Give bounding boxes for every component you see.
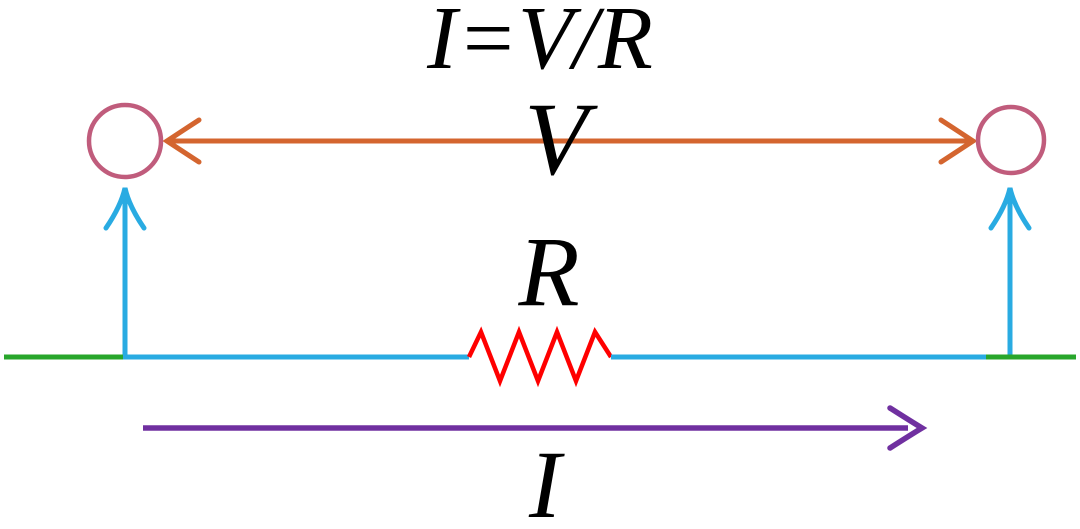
right-terminal-circle — [975, 104, 1047, 176]
voltage-arrowhead-left-icon — [162, 117, 202, 165]
formula-title: I=V/R — [426, 0, 653, 88]
voltage-label: V — [524, 82, 598, 197]
left-probe-arrowhead-icon — [103, 187, 147, 231]
resistance-label: R — [517, 216, 579, 327]
right-probe-arrowhead-icon — [988, 187, 1032, 231]
voltage-arrowhead-right-icon — [938, 117, 978, 165]
current-arrowhead-icon — [887, 405, 928, 451]
resistor-zigzag — [466, 325, 613, 388]
left-terminal-circle — [86, 102, 164, 180]
current-label: I — [528, 431, 565, 529]
